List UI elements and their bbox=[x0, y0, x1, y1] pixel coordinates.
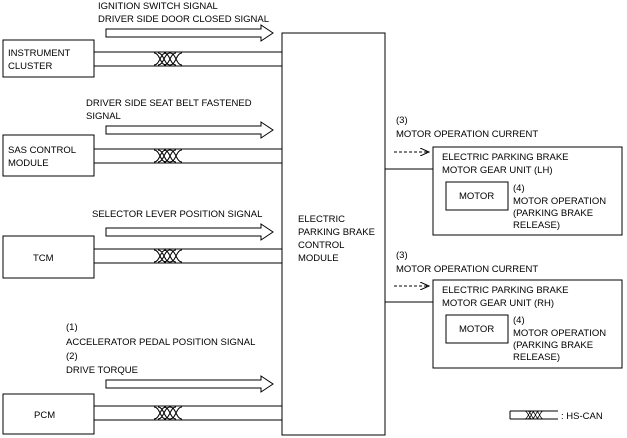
signal-accelerator-pedal: ACCELERATOR PEDAL POSITION SIGNAL bbox=[66, 337, 255, 348]
sas-control-module-label-1: SAS CONTROL bbox=[8, 145, 76, 156]
motor-op-lh-label-3: RELEASE) bbox=[513, 220, 560, 231]
epb-control-module-label-4: MODULE bbox=[298, 253, 339, 264]
motor-op-rh-label-1: MOTOR OPERATION bbox=[513, 328, 606, 339]
motor-current-lh-num: (3) bbox=[396, 115, 408, 126]
sas-control-module-label-2: MODULE bbox=[8, 158, 49, 169]
motor-current-lh-label: MOTOR OPERATION CURRENT bbox=[396, 129, 538, 140]
motor-lh-box bbox=[445, 181, 509, 211]
tcm-label: TCM bbox=[33, 253, 54, 264]
motor-lh-label: MOTOR bbox=[459, 191, 494, 202]
signal-seat-belt-1: DRIVER SIDE SEAT BELT FASTENED bbox=[86, 98, 252, 109]
motor-rh-label: MOTOR bbox=[459, 324, 494, 335]
tcm-box: TCM bbox=[2, 235, 95, 279]
pcm-box: PCM bbox=[2, 393, 95, 435]
motor-op-lh-num: (4) bbox=[513, 183, 525, 194]
signal-num-1: (1) bbox=[66, 322, 78, 333]
epb-control-module-label-1: ELECTRIC bbox=[298, 214, 345, 225]
motor-rh-box bbox=[445, 314, 509, 344]
motor-gear-unit-lh-box: ELECTRIC PARKING BRAKE MOTOR GEAR UNIT (… bbox=[432, 146, 623, 236]
hs-can-link-tcm bbox=[94, 248, 282, 264]
legend-hs-can: : HS-CAN bbox=[509, 410, 603, 422]
signal-arrow-pcm bbox=[105, 375, 274, 393]
signal-selector-lever: SELECTOR LEVER POSITION SIGNAL bbox=[92, 209, 262, 220]
motor-op-lh-label-2: (PARKING BRAKE bbox=[513, 208, 593, 219]
motor-op-lh-label-1: MOTOR OPERATION bbox=[513, 196, 606, 207]
signal-arrow-sas bbox=[105, 121, 274, 139]
motor-current-rh-label: MOTOR OPERATION CURRENT bbox=[396, 264, 538, 275]
motor-op-rh-label-3: RELEASE) bbox=[513, 352, 560, 363]
epb-control-module-label-3: CONTROL bbox=[298, 240, 344, 251]
hs-can-link-sas bbox=[94, 148, 282, 164]
signal-ignition-switch: IGNITION SWITCH SIGNAL bbox=[98, 1, 218, 12]
motor-gear-unit-lh-title-1: ELECTRIC PARKING BRAKE bbox=[442, 152, 569, 163]
motor-gear-unit-lh-title-2: MOTOR GEAR UNIT (LH) bbox=[442, 165, 553, 176]
epb-control-module-box: ELECTRIC PARKING BRAKE CONTROL MODULE bbox=[281, 32, 386, 436]
motor-gear-unit-rh-box: ELECTRIC PARKING BRAKE MOTOR GEAR UNIT (… bbox=[432, 279, 623, 369]
signal-drive-torque: DRIVE TORQUE bbox=[66, 365, 138, 376]
instrument-cluster-label-2: CLUSTER bbox=[8, 61, 52, 72]
sas-control-module-box: SAS CONTROL MODULE bbox=[2, 134, 95, 177]
signal-arrow-instrument bbox=[105, 24, 274, 42]
motor-gear-unit-rh-title-2: MOTOR GEAR UNIT (RH) bbox=[442, 298, 554, 309]
signal-num-2: (2) bbox=[66, 351, 78, 362]
instrument-cluster-label-1: INSTRUMENT bbox=[8, 48, 70, 59]
pcm-label: PCM bbox=[34, 410, 55, 421]
motor-current-lh: (3) MOTOR OPERATION CURRENT bbox=[394, 115, 538, 152]
motor-op-rh-num: (4) bbox=[513, 315, 525, 326]
signal-arrow-tcm bbox=[105, 223, 274, 241]
signal-driver-door-closed: DRIVER SIDE DOOR CLOSED SIGNAL bbox=[98, 14, 269, 25]
legend-hs-can-label: : HS-CAN bbox=[561, 411, 603, 422]
instrument-cluster-box: INSTRUMENT CLUSTER bbox=[2, 39, 95, 78]
signal-seat-belt-2: SIGNAL bbox=[86, 111, 121, 122]
motor-current-rh-num: (3) bbox=[396, 250, 408, 261]
hs-can-link-instrument bbox=[94, 51, 282, 67]
epb-control-module-label-2: PARKING BRAKE bbox=[298, 227, 375, 238]
hs-can-link-pcm bbox=[94, 405, 282, 421]
motor-op-rh-label-2: (PARKING BRAKE bbox=[513, 340, 593, 351]
motor-current-rh: (3) MOTOR OPERATION CURRENT bbox=[394, 250, 538, 286]
motor-gear-unit-rh-title-1: ELECTRIC PARKING BRAKE bbox=[442, 285, 569, 296]
